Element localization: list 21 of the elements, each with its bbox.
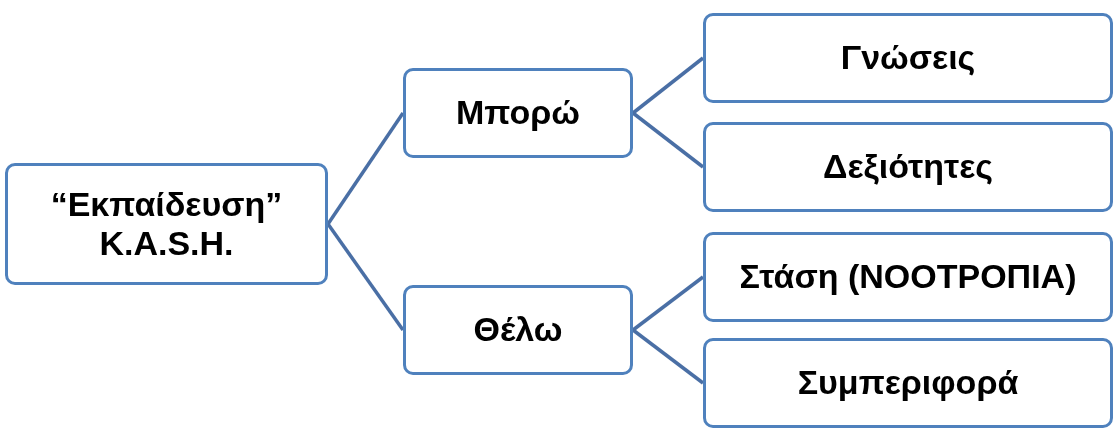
connector-line	[326, 223, 405, 331]
node-label: K.A.S.H.	[99, 224, 234, 264]
connector-line	[631, 275, 705, 332]
connector-line	[631, 56, 705, 115]
node-label: Μπορώ	[456, 93, 580, 133]
node-label: Θέλω	[473, 310, 563, 350]
connector-line	[326, 112, 405, 225]
node-label: Συμπεριφορά	[797, 363, 1019, 403]
connector-line	[631, 111, 705, 169]
node-label: Στάση (ΝΟΟΤΡΟΠΙΑ)	[739, 257, 1077, 297]
node-label: Δεξιότητες	[823, 147, 993, 187]
node-box	[5, 163, 328, 285]
node-box	[403, 285, 633, 375]
node-box	[403, 68, 633, 158]
connector-line	[631, 328, 705, 385]
node-box	[703, 122, 1113, 212]
node-label: Γνώσεις	[840, 38, 976, 78]
node-box	[703, 232, 1113, 322]
node-label: “Εκπαίδευση”	[50, 184, 283, 224]
node-box	[703, 338, 1113, 428]
node-box	[703, 13, 1113, 103]
